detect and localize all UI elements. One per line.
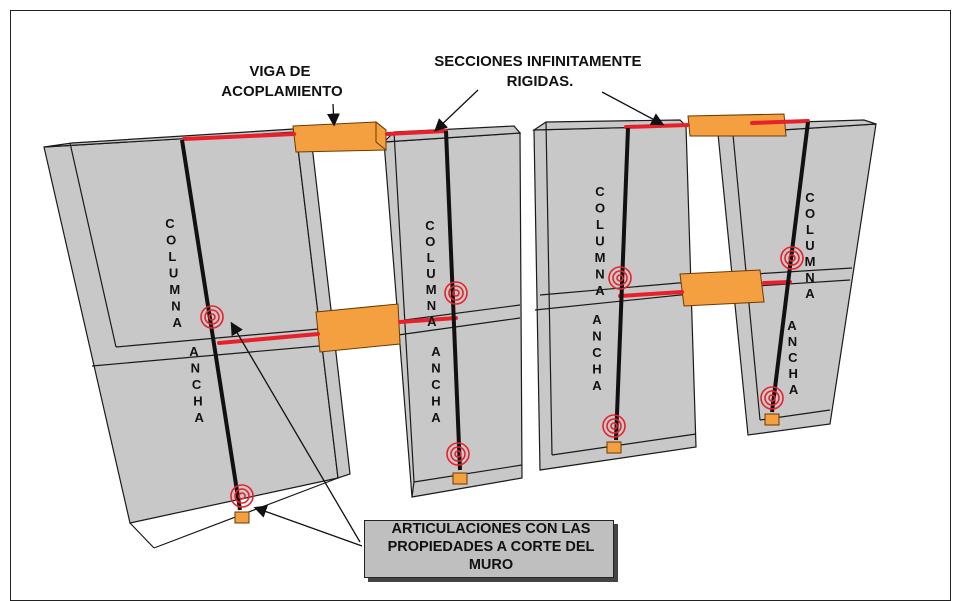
- columna-letter: C: [165, 216, 175, 231]
- columna-letter: O: [425, 234, 435, 249]
- columna-letter: M: [805, 254, 816, 269]
- columna-letter: A: [427, 314, 437, 329]
- ancha-letter: H: [592, 362, 601, 377]
- ancha-letter: C: [431, 377, 441, 392]
- ancha-letter: A: [189, 344, 199, 359]
- columna-letter: N: [427, 298, 436, 313]
- columna-letter: L: [427, 250, 435, 265]
- ancha-letter: H: [193, 394, 202, 409]
- annotation-arrows: [230, 89, 665, 547]
- columna-letter: O: [595, 201, 605, 216]
- columna-letter: L: [806, 222, 814, 237]
- joint-springs: [200, 246, 804, 508]
- columna-letter: N: [171, 299, 180, 314]
- columna-letter: N: [595, 267, 604, 282]
- right-wall-a: [531, 119, 697, 471]
- joints-caption-box: [364, 520, 614, 578]
- ancha-letter: A: [789, 382, 799, 397]
- coupling-beam-label: VIGA DE ACOPLAMIENTO: [221, 63, 343, 100]
- columna-letter: C: [595, 184, 605, 199]
- ancha-letter: A: [787, 318, 797, 333]
- coupling-beams: [292, 113, 787, 353]
- columna-letter: A: [805, 286, 815, 301]
- columna-letter: N: [805, 270, 814, 285]
- ancha-letter: C: [788, 350, 798, 365]
- columna-letter: M: [169, 282, 180, 297]
- rigid-sections-line-1: SECCIONES INFINITAMENTE: [434, 53, 641, 70]
- columna-letter: C: [805, 190, 815, 205]
- columna-letter: U: [595, 234, 604, 249]
- columna-letter: L: [596, 217, 604, 232]
- joints-caption: ARTICULACIONES CON LAS PROPIEDADES A COR…: [387, 521, 595, 573]
- rigid-sections-line-2: RIGIDAS.: [507, 73, 574, 90]
- ancha-letter: N: [191, 361, 200, 376]
- coupling-beam-line-1: VIGA DE: [249, 63, 310, 80]
- ancha-letter: A: [431, 410, 441, 425]
- ancha-letter: C: [192, 377, 202, 392]
- columna-letter: O: [166, 233, 176, 248]
- base-supports: [234, 413, 780, 524]
- columna-letter: O: [805, 206, 815, 221]
- columna-letter: M: [426, 282, 437, 297]
- columna-letter: U: [805, 238, 814, 253]
- columna-letter: A: [595, 283, 605, 298]
- ancha-letter: A: [592, 312, 602, 327]
- rigid-sections-label: SECCIONES INFINITAMENTE RIGIDAS.: [434, 53, 645, 90]
- columna-letter: A: [173, 315, 183, 330]
- wide-column-labels: COLUMNAANCHACOLUMNAANCHACOLUMNAANCHACOLU…: [165, 184, 815, 425]
- rigid-sections: [182, 119, 810, 345]
- coupling-beam-line-2: ACOPLAMIENTO: [221, 83, 343, 100]
- columna-letter: U: [426, 266, 435, 281]
- ancha-letter: A: [195, 410, 205, 425]
- columna-letter: L: [168, 249, 176, 264]
- ancha-letter: A: [592, 378, 602, 393]
- ancha-letter: N: [431, 361, 440, 376]
- ancha-letter: N: [592, 329, 601, 344]
- ancha-letter: H: [789, 366, 798, 381]
- columna-letter: C: [425, 218, 435, 233]
- ancha-letter: A: [431, 344, 441, 359]
- ancha-letter: H: [431, 394, 440, 409]
- ancha-letter: N: [788, 334, 797, 349]
- columna-letter: U: [169, 266, 178, 281]
- ancha-letter: C: [592, 345, 602, 360]
- columna-letter: M: [595, 250, 606, 265]
- left-wall-a: [43, 127, 351, 549]
